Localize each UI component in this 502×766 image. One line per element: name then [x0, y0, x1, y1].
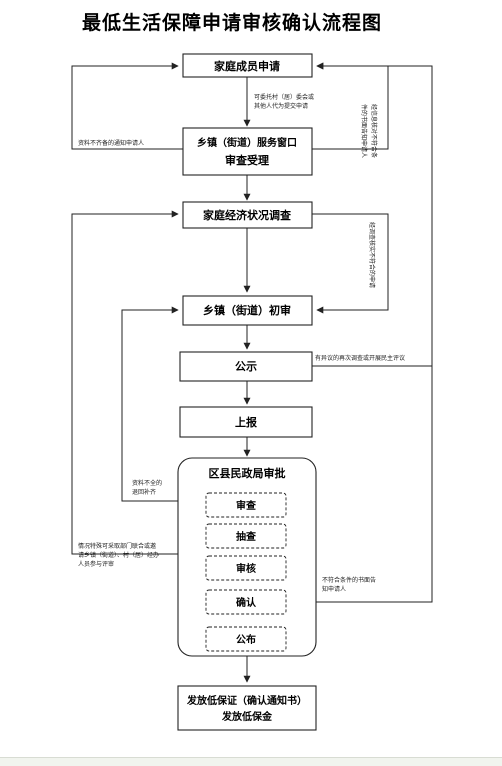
node-final-issue[interactable]: 发放低保证（确认通知书） 发放低保金 — [177, 685, 317, 731]
note-supplement-1: 资料不全的 — [132, 479, 162, 487]
svg-text:抽查: 抽查 — [236, 530, 257, 543]
node-service-window[interactable]: 乡镇（街道）服务窗口 审查受理 — [182, 127, 313, 176]
note-notify-2: 知申请人 — [322, 585, 346, 593]
note-objection: 有异议的再次调查或开展民主评议 — [315, 354, 405, 362]
page-title: 最低生活保障申请审核确认流程图 — [82, 11, 382, 34]
node-initial-review[interactable]: 乡镇（街道）初审 — [182, 295, 313, 326]
feedback-notify-line — [286, 62, 433, 603]
note-notify-1: 不符合条件的书面告 — [322, 576, 376, 584]
substep-review[interactable]: 审查 — [205, 492, 287, 518]
svg-text:家庭成员申请: 家庭成员申请 — [214, 59, 280, 73]
bottom-bar — [0, 757, 502, 766]
svg-text:审查受理: 审查受理 — [225, 153, 269, 167]
substep-publish[interactable]: 公布 — [205, 626, 287, 652]
substep-audit[interactable]: 审核 — [205, 555, 287, 581]
svg-text:审核: 审核 — [236, 562, 256, 575]
feedback-recheck-line — [71, 210, 179, 555]
svg-text:上报: 上报 — [235, 415, 258, 429]
node-economic-survey[interactable]: 家庭经济状况调查 — [182, 201, 313, 229]
svg-text:件的书面告知申请人: 件的书面告知申请人 — [360, 104, 368, 158]
svg-text:乡镇（街道）初审: 乡镇（街道）初审 — [203, 303, 291, 317]
feedback-supplement-line — [121, 306, 179, 502]
svg-text:公布: 公布 — [236, 633, 256, 646]
note-entrust-2: 其他人代为提交申请 — [254, 102, 308, 110]
svg-text:发放低保金: 发放低保金 — [221, 710, 273, 723]
svg-text:区县民政局审批: 区县民政局审批 — [209, 466, 286, 480]
substep-confirm[interactable]: 确认 — [205, 589, 287, 615]
svg-text:确认: 确认 — [236, 596, 257, 609]
svg-text:经调查核实不符合的申请: 经调查核实不符合的申请 — [368, 222, 376, 288]
svg-text:公示: 公示 — [235, 360, 257, 373]
substep-sample[interactable]: 抽查 — [205, 523, 287, 549]
note-recheck-3: 人员参与评审 — [78, 560, 114, 568]
note-supplement-2: 退回补齐 — [132, 488, 156, 496]
note-incomplete: 资料不齐备的通知申请人 — [78, 139, 144, 147]
feedback-survey-fail-line — [312, 213, 389, 314]
svg-text:家庭经济状况调查: 家庭经济状况调查 — [203, 208, 291, 222]
node-report[interactable]: 上报 — [179, 406, 313, 438]
node-apply[interactable]: 家庭成员申请 — [182, 53, 313, 78]
feedback-incomplete-line — [71, 62, 183, 150]
svg-text:经信息核对不符合条: 经信息核对不符合条 — [370, 104, 378, 158]
note-recheck-1: 情况特殊可采取部门联合或邀 — [78, 542, 156, 550]
node-publicity[interactable]: 公示 — [179, 351, 313, 382]
note-not-meet-vertical-1: 经信息核对不符合条 — [370, 104, 378, 158]
svg-text:乡镇（街道）服务窗口: 乡镇（街道）服务窗口 — [197, 136, 297, 149]
svg-text:发放低保证（确认通知书）: 发放低保证（确认通知书） — [186, 694, 307, 707]
note-entrust-1: 可委托村（居）委会或 — [254, 93, 314, 101]
note-not-meet-vertical-2: 件的书面告知申请人 — [360, 104, 368, 158]
note-survey-fail-vertical: 经调查核实不符合的申请 — [368, 222, 376, 288]
svg-text:审查: 审查 — [236, 499, 257, 512]
note-recheck-2: 请乡镇（街道）、村（居）经办 — [78, 551, 159, 559]
